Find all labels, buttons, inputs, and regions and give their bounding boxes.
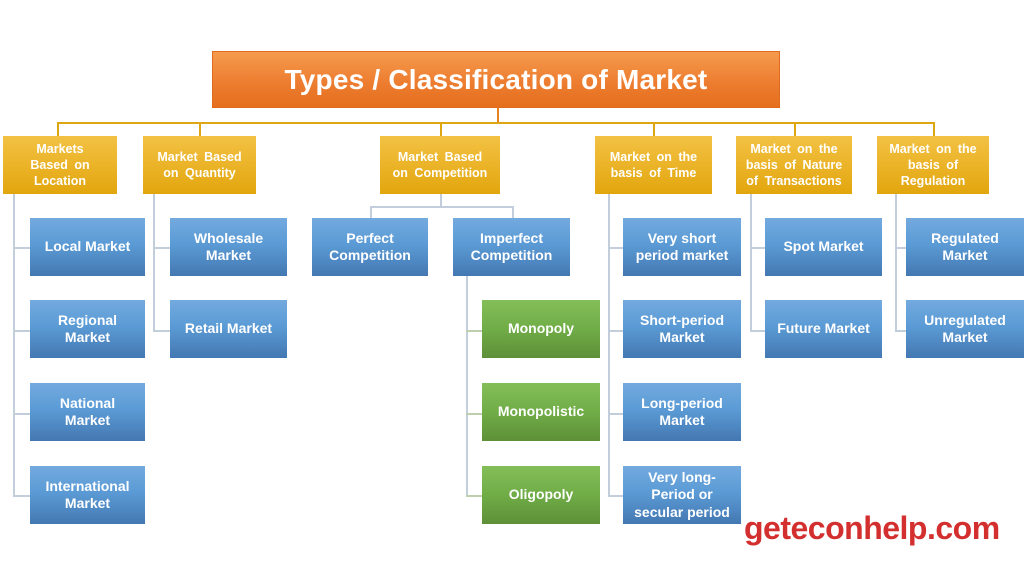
node-spot-market: Spot Market <box>765 218 882 276</box>
connector-regional-stub <box>13 330 31 332</box>
connector-monopoly-stub <box>466 330 483 332</box>
node-monopoly: Monopoly <box>482 300 600 358</box>
connector-international-stub <box>13 495 31 497</box>
node-international-market: International Market <box>30 466 145 524</box>
connector-wholesale-stub <box>153 247 171 249</box>
connector-spot-stub <box>750 247 766 249</box>
node-unregulated-market: Unregulated Market <box>906 300 1024 358</box>
watermark-text: geteconhelp.com <box>744 509 1000 546</box>
connector-stub-time <box>653 122 655 136</box>
connector-oligopoly-stub <box>466 495 483 497</box>
connector-stub-transactions <box>794 122 796 136</box>
node-regulated-market: Regulated Market <box>906 218 1024 276</box>
node-national-market: National Market <box>30 383 145 441</box>
connector-title-trunk <box>497 108 499 122</box>
connector-long-stub <box>608 413 624 415</box>
connector-top-horizontal <box>57 122 934 124</box>
node-short-period-market: Short-period Market <box>623 300 741 358</box>
node-wholesale-market: Wholesale Market <box>170 218 287 276</box>
node-imperfect-competition: Imperfect Competition <box>453 218 570 276</box>
category-box-transactions: Market on the basis of Nature of Transac… <box>736 136 852 194</box>
connector-imperfect-stub <box>512 206 514 219</box>
category-box-time: Market on the basis of Time <box>595 136 712 194</box>
node-local-market: Local Market <box>30 218 145 276</box>
connector-regulation-vertical <box>895 194 897 330</box>
connector-transactions-vertical <box>750 194 752 330</box>
connector-quantity-vertical <box>153 194 155 330</box>
connector-perfect-stub <box>370 206 372 219</box>
node-very-short-period-market: Very short period market <box>623 218 741 276</box>
connector-location-vertical <box>13 194 15 496</box>
node-future-market: Future Market <box>765 300 882 358</box>
connector-stub-competition <box>440 122 442 136</box>
connector-competition-horizontal <box>370 206 513 208</box>
category-box-location: Markets Based on Location <box>3 136 117 194</box>
connector-local-stub <box>13 247 31 249</box>
node-long-period-market: Long-period Market <box>623 383 741 441</box>
connector-time-vertical <box>608 194 610 496</box>
connector-regulated-stub <box>895 247 907 249</box>
connector-veryshort-stub <box>608 247 624 249</box>
connector-verylong-stub <box>608 495 624 497</box>
connector-stub-regulation <box>933 122 935 136</box>
connector-imperfect-vertical <box>466 276 468 496</box>
node-retail-market: Retail Market <box>170 300 287 358</box>
node-very-long-period-market: Very long-Period or secular period <box>623 466 741 524</box>
node-perfect-competition: Perfect Competition <box>312 218 428 276</box>
connector-stub-quantity <box>199 122 201 136</box>
category-box-quantity: Market Based on Quantity <box>143 136 256 194</box>
node-monopolistic: Monopolistic <box>482 383 600 441</box>
category-box-competition: Market Based on Competition <box>380 136 500 194</box>
connector-monopolistic-stub <box>466 413 483 415</box>
connector-retail-stub <box>153 330 171 332</box>
node-oligopoly: Oligopoly <box>482 466 600 524</box>
category-box-regulation: Market on the basis of Regulation <box>877 136 989 194</box>
diagram-title: Types / Classification of Market <box>212 51 780 108</box>
connector-competition-trunk <box>440 194 442 207</box>
connector-national-stub <box>13 413 31 415</box>
connector-unregulated-stub <box>895 330 907 332</box>
connector-stub-location <box>57 122 59 136</box>
node-regional-market: Regional Market <box>30 300 145 358</box>
connector-future-stub <box>750 330 766 332</box>
connector-short-stub <box>608 330 624 332</box>
